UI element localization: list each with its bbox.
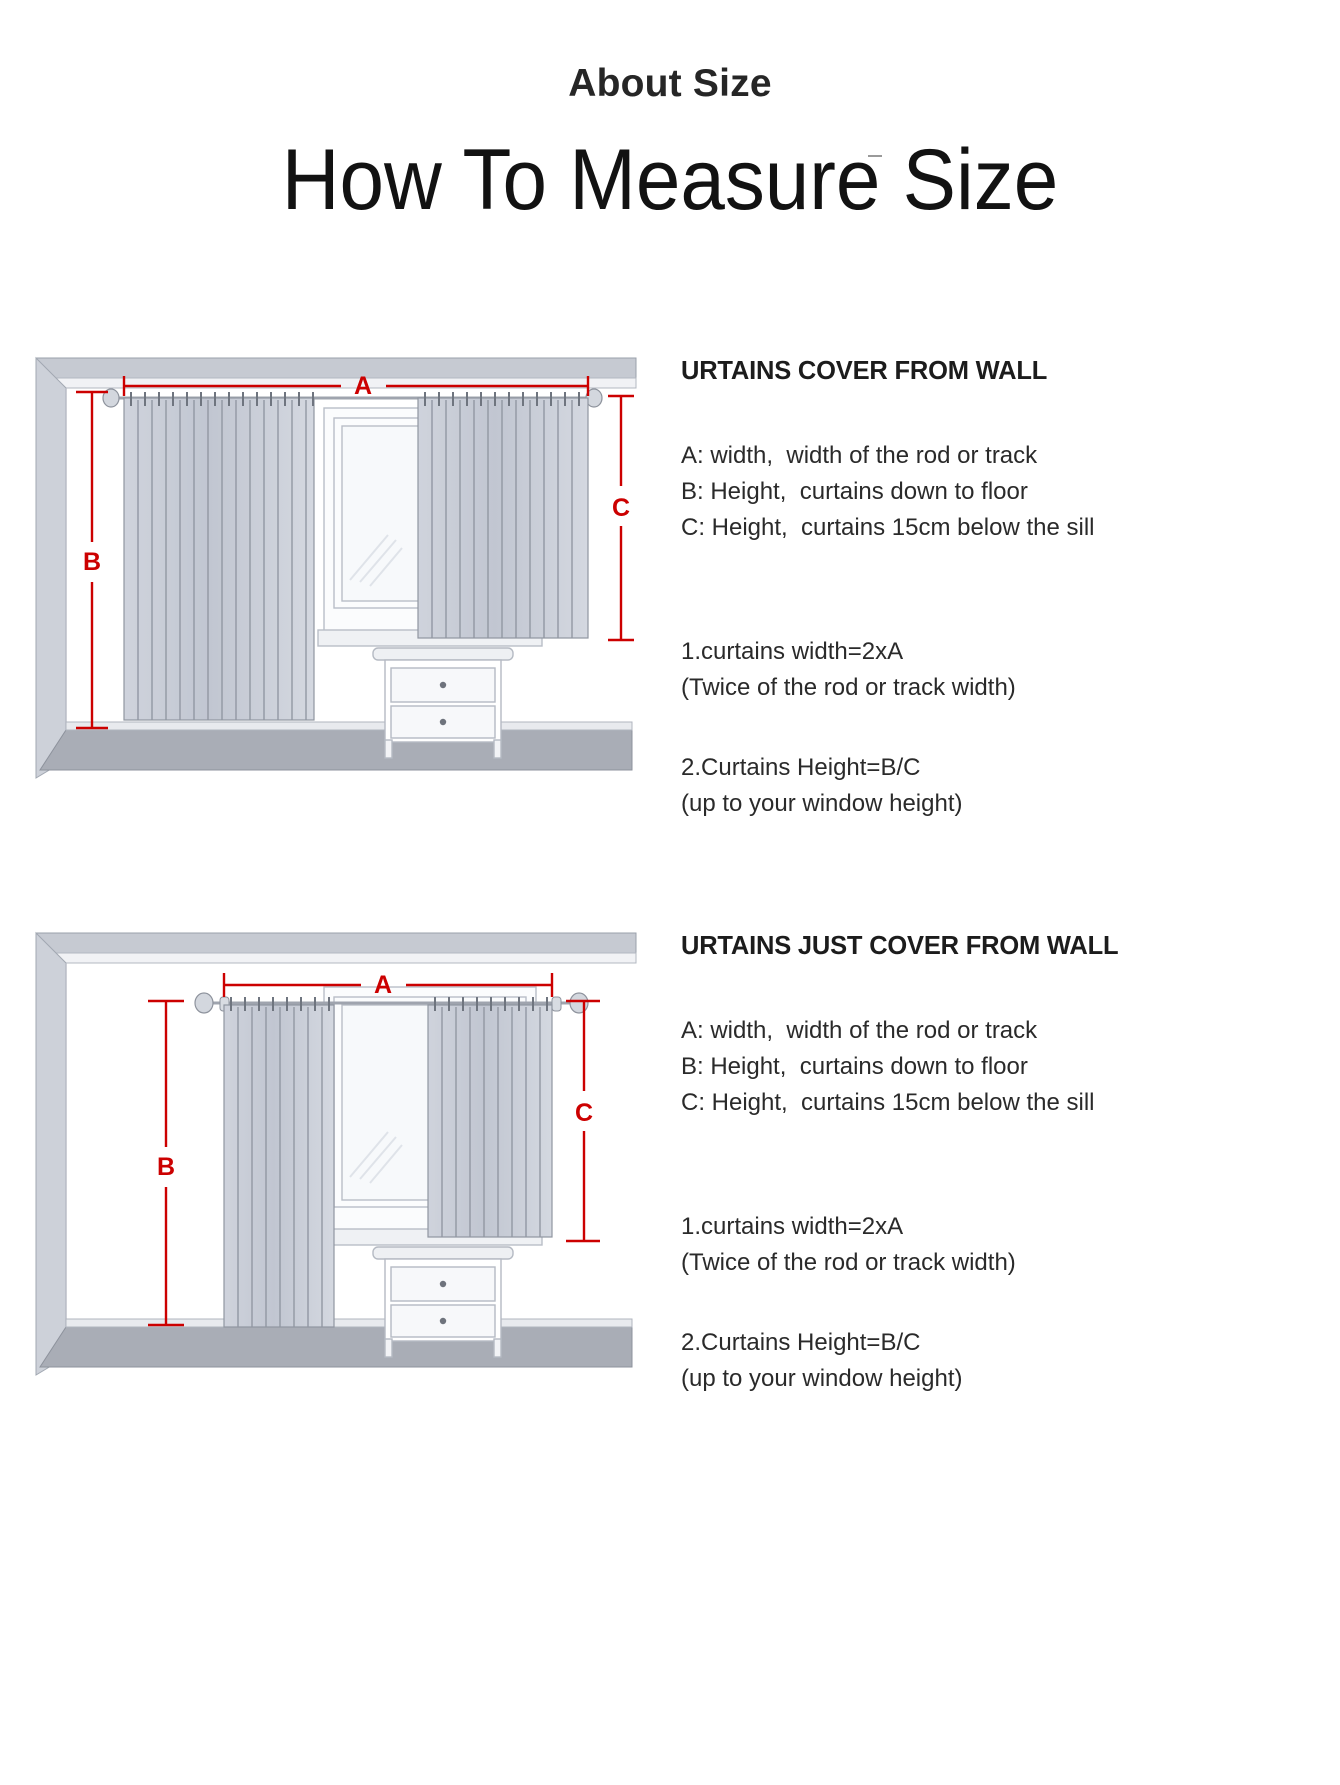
window-glass-shine <box>349 534 403 587</box>
nightstand <box>372 1246 514 1358</box>
dimension-b: B <box>76 390 108 730</box>
note-one-narrow: 1.curtains width=2xA (Twice of the rod o… <box>681 1209 1281 1281</box>
left-side-wall <box>35 931 67 1376</box>
dimension-a-label: A <box>374 971 392 999</box>
diagram-svg-wide: A B C <box>35 356 637 779</box>
dimension-c-label: C <box>575 1099 593 1127</box>
diagram-svg-narrow: A B C <box>35 931 637 1385</box>
section-title-narrow: URTAINS JUST COVER FROM WALL <box>681 932 1119 960</box>
note-one-head: 1.curtains width=2xA <box>681 638 904 665</box>
note-two-head: 2.Curtains Height=B/C <box>681 754 921 781</box>
curtain-hooks-left <box>130 392 314 406</box>
ceiling-band <box>35 357 637 379</box>
definition-a: A: width, width of the rod or track <box>681 442 1038 469</box>
definition-a: A: width, width of the rod or track <box>681 1017 1038 1044</box>
curtain-rod <box>194 992 589 1014</box>
curtain-right-panel <box>427 997 553 1238</box>
curtain-hooks-right <box>424 392 580 406</box>
section-title-wide: URTAINS COVER FROM WALL <box>681 357 1048 385</box>
definition-b: B: Height, curtains down to floor <box>681 478 1028 505</box>
left-side-wall <box>35 356 67 779</box>
dimension-c-label: C <box>612 494 630 522</box>
curtain-hooks-right <box>434 997 548 1011</box>
decorative-dash <box>868 155 882 157</box>
dimension-b-label: B <box>83 548 101 576</box>
curtain-right-panel <box>417 392 589 639</box>
definition-list-narrow: A: width, width of the rod or track B: H… <box>681 1013 1281 1121</box>
rod-bracket-right <box>551 996 562 1012</box>
curtain-left-panel <box>123 392 315 721</box>
definition-list-wide: A: width, width of the rod or track B: H… <box>681 438 1281 546</box>
note-one-sub: (Twice of the rod or track width) <box>681 674 1016 701</box>
dimension-c: C <box>566 999 600 1243</box>
ceiling-plane <box>35 952 637 964</box>
curtain-left-panel <box>223 997 335 1328</box>
nightstand <box>372 647 514 759</box>
note-two-sub: (up to your window height) <box>681 1365 963 1392</box>
note-two-sub: (up to your window height) <box>681 790 963 817</box>
floor <box>39 729 633 771</box>
note-one-wide: 1.curtains width=2xA (Twice of the rod o… <box>681 634 1281 706</box>
note-two-narrow: 2.Curtains Height=B/C (up to your window… <box>681 1325 1281 1397</box>
ceiling-band <box>35 932 637 954</box>
window-glass-shine <box>349 1131 403 1184</box>
page-title: How To Measure Size <box>281 132 1059 228</box>
floor <box>39 1326 633 1368</box>
dimension-a: A <box>222 971 554 999</box>
note-two-wide: 2.Curtains Height=B/C (up to your window… <box>681 750 1281 822</box>
rod-finial-right <box>569 992 589 1014</box>
note-one-sub: (Twice of the rod or track width) <box>681 1249 1016 1276</box>
definition-c: C: Height, curtains 15cm below the sill <box>681 1089 1095 1116</box>
baseboard <box>65 721 633 731</box>
dimension-a-label: A <box>354 372 372 400</box>
dimension-b-label: B <box>157 1153 175 1181</box>
rod-finial-left <box>102 388 120 408</box>
room-diagram-wide: A B C <box>28 330 643 810</box>
definition-b: B: Height, curtains down to floor <box>681 1053 1028 1080</box>
measure-text-wide: URTAINS COVER FROM WALL A: width, width … <box>681 330 1281 822</box>
rod-finial-left <box>194 992 214 1014</box>
curtain-hooks-left <box>230 997 330 1011</box>
measure-text-narrow: URTAINS JUST COVER FROM WALL A: width, w… <box>681 905 1281 1397</box>
dimension-a: A <box>122 372 590 400</box>
note-two-head: 2.Curtains Height=B/C <box>681 1329 921 1356</box>
definition-c: C: Height, curtains 15cm below the sill <box>681 514 1095 541</box>
dimension-b: B <box>148 999 184 1327</box>
room-diagram-narrow: A B C <box>28 905 643 1385</box>
eyebrow-title: About Size <box>568 62 772 105</box>
note-one-head: 1.curtains width=2xA <box>681 1213 904 1240</box>
dimension-c: C <box>608 394 634 642</box>
